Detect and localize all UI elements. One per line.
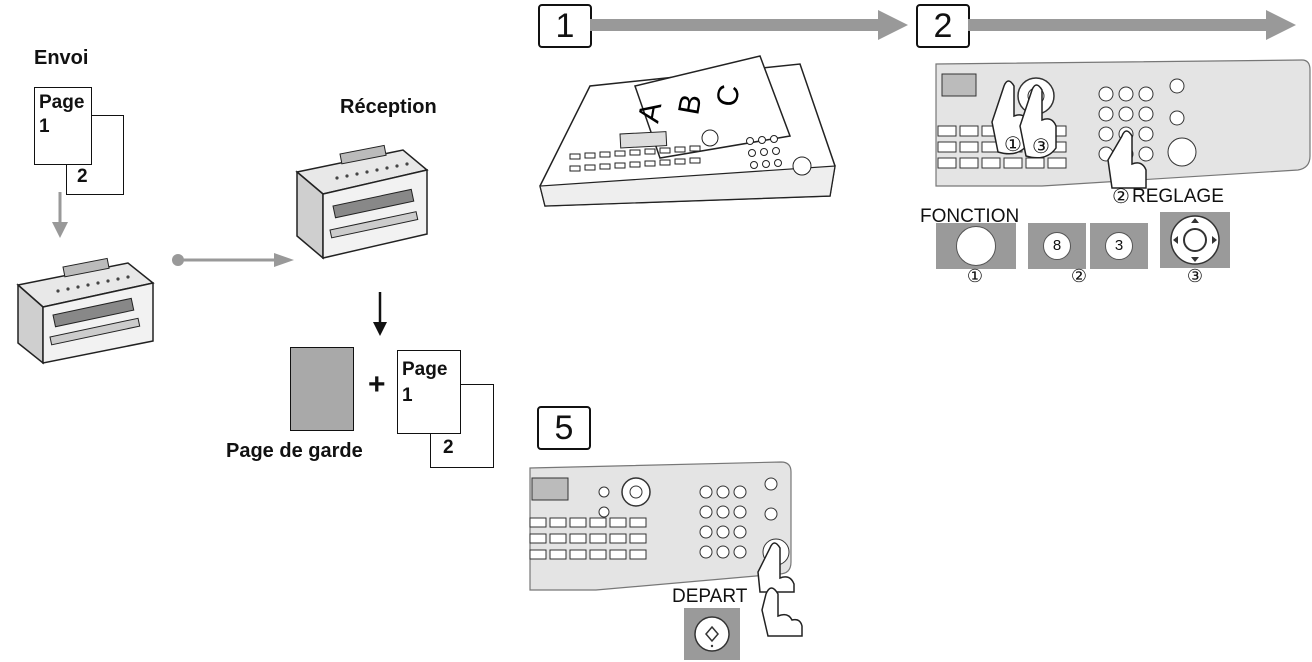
hand-marker-2: ②: [1112, 186, 1130, 208]
sender-page-2-number: 2: [77, 166, 88, 187]
digit-key-8: 8: [1028, 223, 1086, 269]
reglage-step-marker: ③: [1186, 266, 1204, 286]
hand-marker-3: ③: [1032, 136, 1050, 158]
sender-down-arrow: [52, 192, 68, 238]
receiver-fax-machine: [295, 144, 429, 260]
depart-label: DEPART: [672, 586, 748, 607]
fonction-step-marker: ①: [966, 266, 984, 286]
digit-key-8-label: 8: [1043, 232, 1071, 260]
digit-key-3-label: 3: [1105, 232, 1133, 260]
hand-marker-1: ①: [1004, 134, 1022, 156]
sender-fax-machine: [16, 257, 155, 365]
transmission-arrow: [172, 253, 294, 267]
receiver-title: Réception: [340, 96, 437, 118]
sender-page-1: Page 1: [34, 87, 92, 165]
step-2-number: 2: [916, 4, 970, 48]
received-page-1: Page 1: [397, 350, 461, 434]
receiver-down-arrow: [373, 292, 387, 336]
step-1-arrow: [590, 10, 908, 40]
navigation-pad-icon: [1170, 215, 1220, 265]
received-page-1-number: 1: [402, 385, 413, 406]
start-button-icon: [694, 616, 730, 652]
digits-step-marker: ②: [1070, 266, 1088, 286]
fonction-label: FONCTION: [920, 206, 1020, 227]
received-page-2-number: 2: [443, 437, 454, 458]
reglage-label: REGLAGE: [1132, 186, 1224, 207]
step-5-control-panel: [529, 461, 795, 593]
step-2-control-panel: [935, 59, 1311, 189]
fonction-key: [936, 223, 1016, 269]
hand-pointer-icon: [761, 587, 803, 637]
sender-title: Envoi: [34, 47, 89, 69]
step-2-arrow: [968, 10, 1296, 40]
cover-page-label: Page de garde: [226, 440, 363, 462]
cover-page: [290, 347, 354, 431]
received-page-1-word: Page: [402, 359, 448, 380]
step-1-number: 1: [538, 4, 592, 48]
digit-key-3: 3: [1090, 223, 1148, 269]
sender-page-1-word: Page: [39, 92, 85, 113]
step-5-number: 5: [537, 406, 591, 450]
plus-sign: +: [368, 368, 386, 401]
sender-page-1-number: 1: [39, 116, 50, 137]
fonction-button-icon: [956, 226, 996, 266]
step-1-illustration: A B C: [539, 55, 836, 207]
